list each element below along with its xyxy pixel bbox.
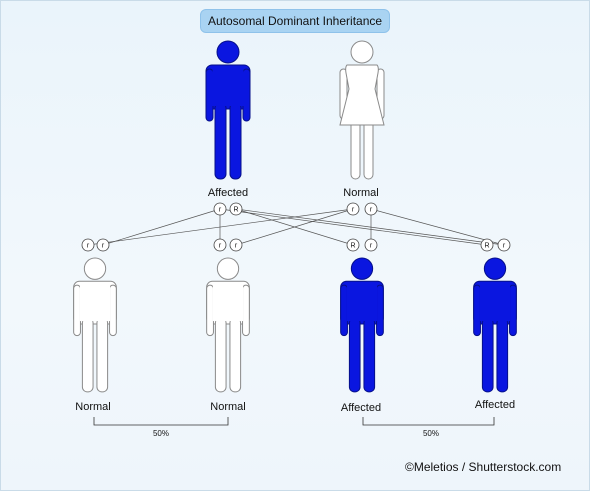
child-1-figure-right-leg [96, 317, 109, 393]
child-4-figure-left-leg [481, 317, 494, 393]
child-2-figure-left-arm [206, 284, 214, 337]
image-credit: ©Meletios / Shutterstock.com [405, 460, 562, 474]
child-1-figure-left-leg [81, 317, 94, 393]
child-2-status: Normal [210, 401, 246, 413]
child-3-figure-left-leg [348, 317, 361, 393]
mother-allele-2: r [364, 202, 378, 216]
child-2-allele-2-letter: r [235, 243, 238, 250]
child-4-figure [473, 257, 517, 393]
father-allele-1-circle [213, 202, 227, 216]
child-3-allele-1-letter: R [350, 243, 355, 250]
child-4-figure-head [483, 257, 507, 280]
child-3-figure-torso-fill [346, 282, 378, 322]
child-4-allele-1-circle [480, 238, 494, 252]
bracket-1-percent: 50% [152, 429, 169, 438]
child-4-status: Affected [474, 399, 516, 411]
mother-figure-head [350, 40, 374, 64]
child-1-allele-1-circle [81, 238, 95, 252]
diagram-title: Autosomal Dominant Inheritance [200, 9, 390, 33]
child-3-figure-left-arm [340, 284, 348, 337]
father-allele-2-letter: R [233, 207, 238, 214]
child-1-allele-2-letter: r [102, 243, 105, 250]
bracket-2 [362, 417, 495, 426]
father-allele-1-letter: r [219, 207, 222, 214]
inheritance-line-7 [235, 208, 354, 246]
father-figure-head [216, 40, 240, 64]
child-4-figure-left-arm [473, 284, 481, 337]
father-figure-right-arm [242, 68, 251, 122]
child-3-allele-2-letter: r [370, 243, 373, 250]
child-3-figure [340, 257, 384, 393]
father-allele-2: R [229, 202, 243, 216]
bracket-1 [93, 417, 229, 426]
mother-allele-1-letter: r [352, 207, 355, 214]
inheritance-line-9 [370, 208, 505, 246]
father-figure-left-leg [214, 102, 227, 180]
bracket-2-percent: 50% [422, 429, 439, 438]
child-3-allele-1: R [346, 238, 360, 252]
father-figure [205, 40, 251, 180]
child-4-figure-right-arm [509, 284, 517, 337]
child-3-figure-right-leg [363, 317, 376, 393]
child-1-allele-1-letter: r [87, 243, 90, 250]
child-4-allele-2-circle [497, 238, 511, 252]
child-3-allele-2: r [364, 238, 378, 252]
child-3-allele-1-circle [346, 238, 360, 252]
child-1-status: Normal [75, 401, 111, 413]
child-2-allele-2: r [229, 238, 243, 252]
child-2-allele-1-circle [213, 238, 227, 252]
child-2-allele-1-letter: r [219, 243, 222, 250]
father-figure-left-arm [205, 68, 214, 122]
parent-father-status: Affected [207, 187, 249, 199]
mother-allele-2-circle [364, 202, 378, 216]
parent-mother-status: Normal [343, 187, 379, 199]
child-2-figure-left-leg [214, 317, 227, 393]
child-2-figure-head [216, 257, 240, 280]
child-1-figure-head [83, 257, 107, 280]
child-2-figure-right-leg [229, 317, 242, 393]
child-4-allele-2-letter: r [503, 243, 506, 250]
child-3-status: Affected [340, 402, 382, 414]
child-1-allele-2: r [96, 238, 110, 252]
child-2-allele-2-circle [229, 238, 243, 252]
child-2-figure-right-arm [242, 284, 250, 337]
child-1-figure-torso-fill [79, 282, 111, 322]
mother-figure [339, 40, 385, 180]
inheritance-line-1 [102, 208, 221, 246]
child-3-figure-right-arm [376, 284, 384, 337]
child-1-figure-right-arm [109, 284, 117, 337]
child-1-allele-2-circle [96, 238, 110, 252]
child-2-allele-1: r [213, 238, 227, 252]
child-4-allele-1-letter: R [484, 243, 489, 250]
inheritance-line-5 [235, 208, 505, 246]
child-4-figure-right-leg [496, 317, 509, 393]
child-2-figure-torso-fill [212, 282, 244, 322]
child-3-allele-2-circle [364, 238, 378, 252]
child-4-allele-1: R [480, 238, 494, 252]
mother-figure-dress [339, 64, 385, 126]
father-allele-2-circle [229, 202, 243, 216]
child-4-allele-2: r [497, 238, 511, 252]
child-1-figure [73, 257, 117, 393]
child-4-figure-torso-fill [479, 282, 511, 322]
child-1-allele-1: r [81, 238, 95, 252]
inheritance-line-6 [87, 208, 354, 246]
father-figure-right-leg [229, 102, 242, 180]
father-figure-torso-fill [212, 66, 244, 106]
inheritance-line-3 [219, 208, 488, 246]
mother-allele-1-circle [346, 202, 360, 216]
child-1-figure-left-arm [73, 284, 81, 337]
child-2-figure [206, 257, 250, 393]
mother-allele-1: r [346, 202, 360, 216]
father-allele-1: r [213, 202, 227, 216]
mother-allele-2-letter: r [370, 207, 373, 214]
child-3-figure-head [350, 257, 374, 280]
